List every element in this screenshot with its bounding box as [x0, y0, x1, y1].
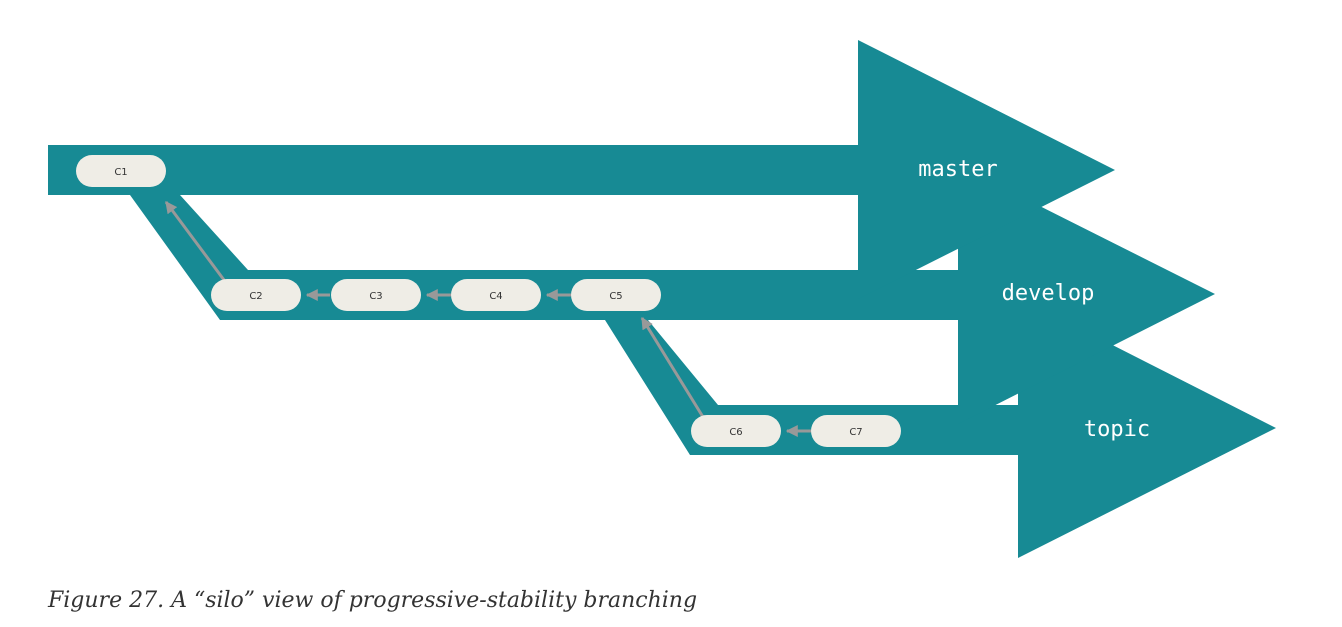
commit-c5-pill [571, 279, 661, 311]
commit-c2: C2 [211, 279, 301, 311]
commit-c1-pill [76, 155, 166, 187]
commit-c6-label: C6 [729, 427, 742, 438]
develop-branch-label: develop [1002, 281, 1095, 306]
master-branch-arrowhead [858, 40, 1115, 299]
parent-arrow-c6-c5 [640, 316, 705, 418]
master-branch: master [48, 40, 1115, 299]
commit-c3: C3 [331, 279, 421, 311]
develop-branch-arrowhead [958, 165, 1215, 424]
commit-c7-label: C7 [849, 427, 862, 438]
commit-c2-label: C2 [249, 291, 262, 302]
commit-c1-label: C1 [114, 167, 127, 178]
parent-arrow-c2-c1 [164, 201, 226, 281]
parent-arrows [164, 201, 811, 437]
branching-diagram: topic develop master C1 C2 C3 [48, 40, 1276, 558]
commit-c3-label: C3 [369, 291, 382, 302]
master-branch-label: master [918, 157, 997, 182]
topic-branch-label: topic [1084, 417, 1150, 442]
commit-c7-pill [811, 415, 901, 447]
commit-c4-label: C4 [489, 291, 502, 302]
commits: C1 C2 C3 C4 C5 C6 C7 [76, 155, 901, 447]
commit-c4: C4 [451, 279, 541, 311]
commit-c1: C1 [76, 155, 166, 187]
commit-c5: C5 [571, 279, 661, 311]
commit-c4-pill [451, 279, 541, 311]
commit-c7: C7 [811, 415, 901, 447]
commit-c3-pill [331, 279, 421, 311]
commit-c2-pill [211, 279, 301, 311]
commit-c6: C6 [691, 415, 781, 447]
commit-c6-pill [691, 415, 781, 447]
commit-c5-label: C5 [609, 291, 622, 302]
figure-caption: Figure 27. A “silo” view of progressive-… [48, 588, 698, 613]
topic-branch-arrowhead [1018, 297, 1276, 558]
master-branch-body [48, 145, 862, 195]
